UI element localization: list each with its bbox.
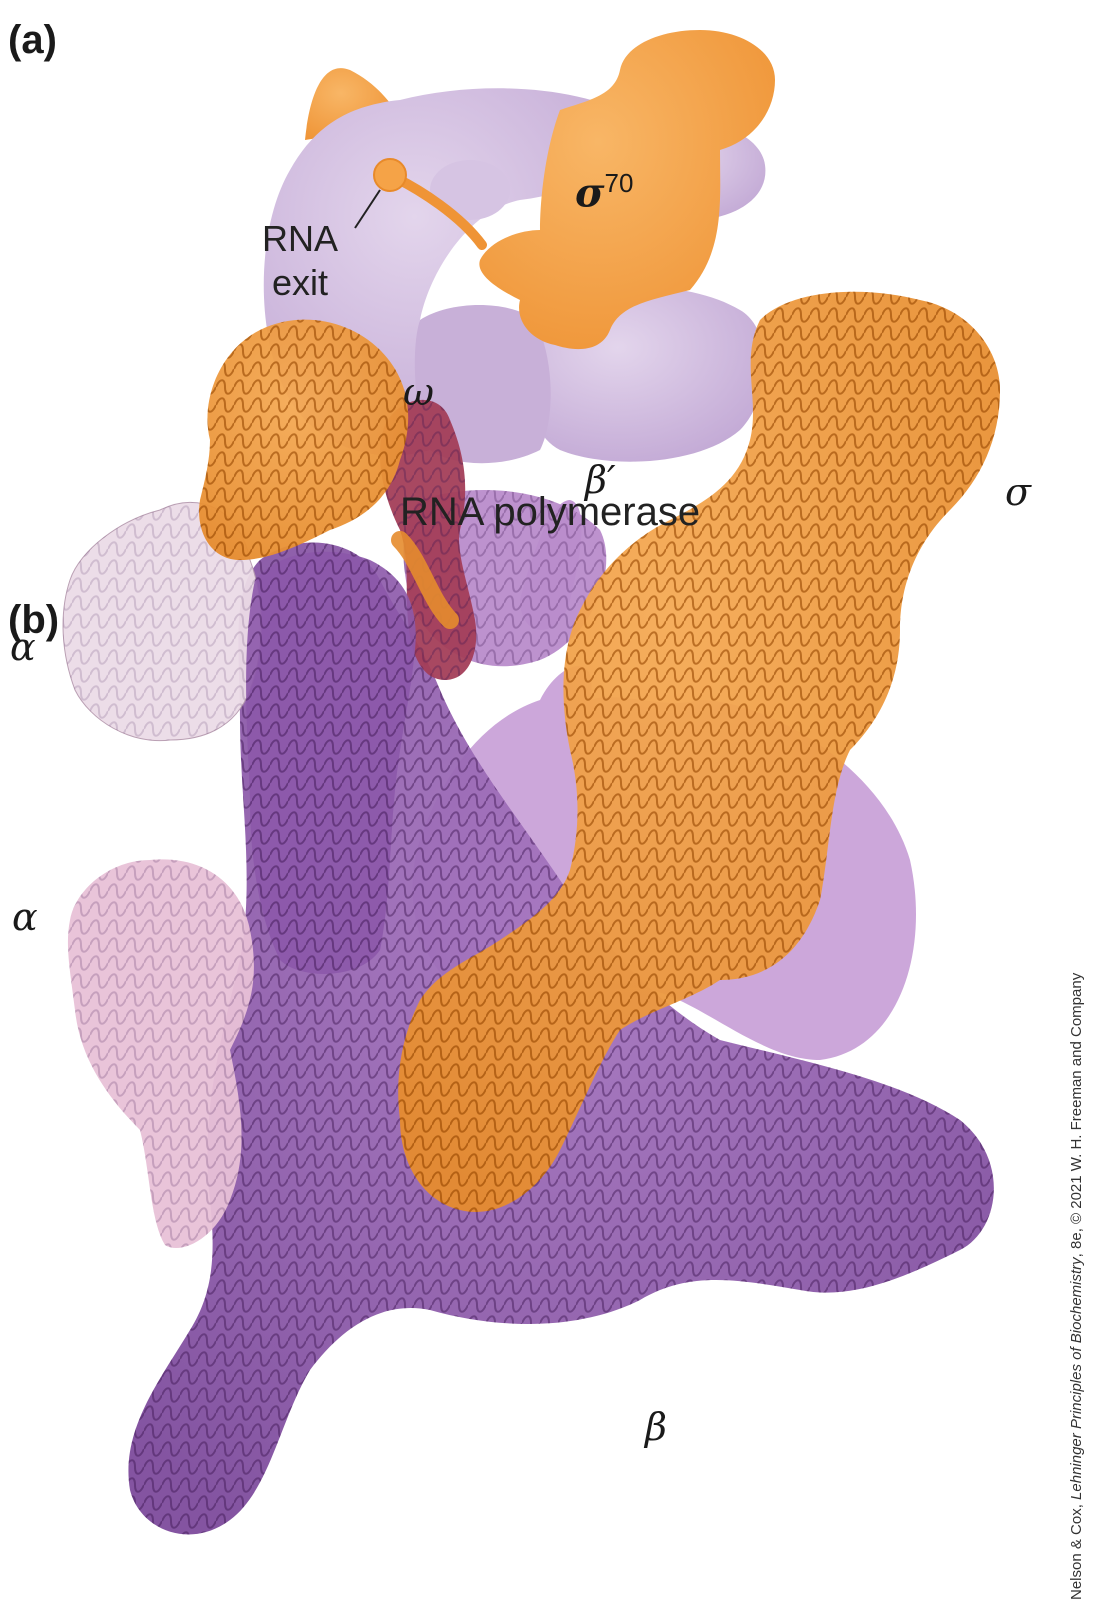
beta-prime-column-helices bbox=[246, 551, 416, 974]
omega-label: ω bbox=[403, 370, 434, 414]
sigma-factor-shape bbox=[479, 30, 775, 350]
sigma-label: σ bbox=[1005, 470, 1031, 514]
sigma-back-lobe bbox=[305, 68, 395, 140]
sigma-main-helices bbox=[398, 291, 1000, 1212]
beta-prime-label: β′ bbox=[585, 458, 616, 502]
sigma70-symbol: σ bbox=[575, 169, 605, 217]
copyright-credit: Nelson & Cox, Lehninger Principles of Bi… bbox=[1068, 973, 1085, 1600]
alpha-label-bottom: α bbox=[12, 895, 38, 939]
rna-exit-label-line2: exit bbox=[272, 262, 329, 303]
channel bbox=[430, 160, 510, 220]
credit-book-title: Lehninger Principles of Biochemistry bbox=[1068, 1257, 1085, 1500]
credit-suffix: , 8e, © 2021 W. H. Freeman and Company bbox=[1068, 972, 1085, 1258]
sigma70-superscript: 70 bbox=[604, 168, 634, 198]
alpha-top-helices bbox=[63, 502, 262, 741]
sigma-linker bbox=[391, 531, 459, 629]
sigma70-label: σ70 bbox=[575, 168, 633, 216]
rna-exit-leader bbox=[354, 189, 381, 229]
panel-b-label: (b) bbox=[8, 598, 60, 642]
panel-a-label: (a) bbox=[8, 18, 57, 62]
alpha-bottom-helices bbox=[67, 859, 254, 1248]
beta-label: β bbox=[645, 1405, 667, 1449]
alpha-label-top: α bbox=[10, 625, 36, 669]
rna-exit-ball bbox=[373, 158, 407, 192]
rna-exit-label-line1: RNA bbox=[262, 218, 339, 259]
sigma-top-left-helices bbox=[199, 319, 409, 560]
credit-prefix: Nelson & Cox, bbox=[1068, 1499, 1085, 1600]
rna-polymerase-caption: RNA polymerase bbox=[400, 490, 701, 534]
